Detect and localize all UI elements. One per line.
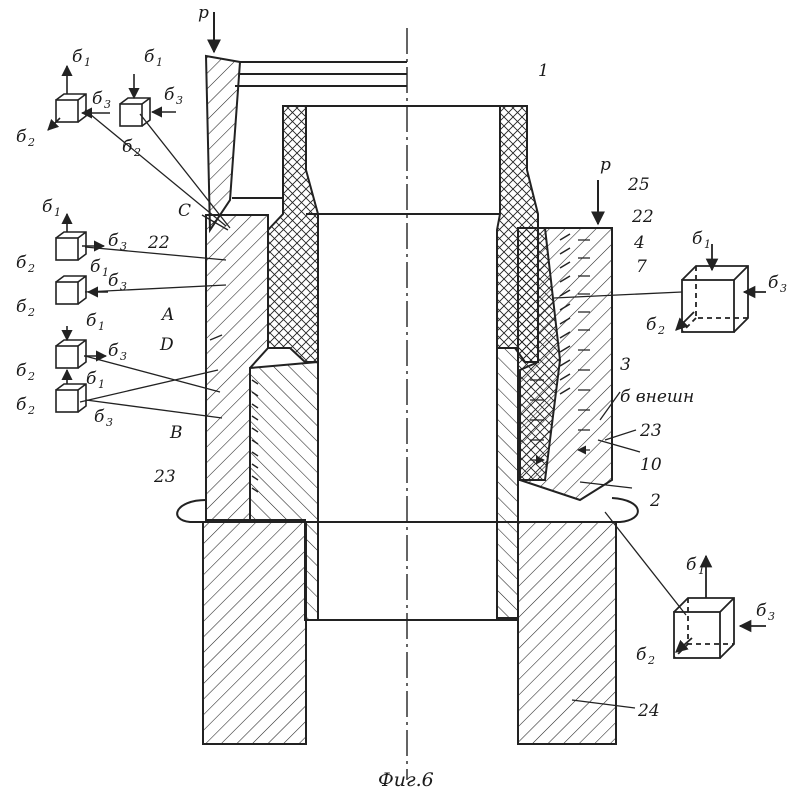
svg-text:2: 2 [27, 404, 35, 417]
svg-text:2: 2 [657, 324, 665, 337]
label-p-top: p [198, 3, 209, 23]
svg-text:б: б [144, 47, 155, 67]
svg-text:б: б [86, 311, 97, 331]
svg-text:1: 1 [84, 56, 91, 69]
svg-text:1: 1 [98, 378, 105, 391]
svg-text:3: 3 [120, 240, 127, 253]
label-10: 10 [640, 455, 662, 475]
stress-cube-7 [676, 244, 766, 332]
svg-text:б: б [16, 127, 27, 147]
svg-text:б: б [16, 395, 27, 415]
label-2: 2 [649, 491, 661, 511]
base-right [518, 522, 616, 744]
label-B: B [169, 423, 183, 443]
label-4: 4 [633, 233, 645, 253]
svg-text:б: б [108, 271, 119, 291]
label-p-right: p [600, 155, 611, 175]
svg-text:3: 3 [176, 94, 183, 107]
svg-text:2: 2 [27, 370, 35, 383]
svg-text:1: 1 [704, 238, 711, 251]
svg-text:б: б [86, 369, 97, 389]
label-23-left: 23 [153, 467, 176, 487]
svg-text:б: б [646, 315, 657, 335]
svg-text:2: 2 [647, 654, 655, 667]
inner-sleeve-right [497, 348, 518, 618]
svg-text:б: б [16, 297, 27, 317]
labels: p p 1 25 22 4 7 3 б внешн 23 10 2 24 C 2… [16, 3, 787, 791]
label-C: C [178, 201, 191, 221]
part-1-left [268, 106, 318, 362]
svg-text:б: б [108, 231, 119, 251]
svg-text:б: б [768, 273, 779, 293]
label-24: 24 [637, 701, 660, 721]
svg-text:б: б [122, 137, 133, 157]
svg-text:2: 2 [27, 262, 35, 275]
svg-text:б: б [42, 197, 53, 217]
label-25: 25 [627, 175, 650, 195]
label-22-right: 22 [631, 207, 654, 227]
label-7: 7 [636, 257, 647, 277]
svg-text:3: 3 [120, 280, 127, 293]
svg-text:б: б [636, 645, 647, 665]
label-1: 1 [538, 61, 549, 81]
figure-caption: Фиг.6 [378, 769, 434, 791]
stress-symbols: б1 б3 б2 б1 б3 б2 б1 б3 б2 б1 б3 б2 б1 б… [16, 47, 787, 667]
svg-text:1: 1 [54, 206, 61, 219]
svg-text:б: б [16, 253, 27, 273]
svg-text:1: 1 [98, 320, 105, 333]
svg-text:б: б [94, 407, 105, 427]
svg-text:б: б [164, 85, 175, 105]
label-23-right: 23 [639, 421, 662, 441]
label-A: A [160, 305, 174, 325]
stress-cube-3 [56, 214, 104, 260]
label-D: D [159, 335, 174, 355]
svg-text:б: б [90, 257, 101, 277]
svg-text:б: б [92, 89, 103, 109]
svg-text:б: б [756, 601, 767, 621]
svg-text:3: 3 [120, 350, 127, 363]
svg-text:б: б [72, 47, 83, 67]
svg-text:1: 1 [698, 564, 705, 577]
svg-text:3: 3 [780, 282, 787, 295]
svg-text:2: 2 [27, 306, 35, 319]
stress-cube-6 [56, 370, 86, 412]
svg-text:3: 3 [768, 610, 775, 623]
svg-text:3: 3 [106, 416, 113, 429]
svg-text:2: 2 [27, 136, 35, 149]
svg-text:1: 1 [156, 56, 163, 69]
svg-text:б: б [16, 361, 27, 381]
svg-text:б: б [108, 341, 119, 361]
label-22-left: 22 [147, 233, 170, 253]
svg-text:2: 2 [133, 146, 141, 159]
label-sigma-ext: б внешн [620, 387, 694, 407]
svg-text:б: б [686, 555, 697, 575]
svg-text:б: б [692, 229, 703, 249]
svg-text:3: 3 [104, 98, 111, 111]
stress-cube-4 [56, 276, 108, 304]
base-left [203, 522, 306, 744]
label-3: 3 [620, 355, 631, 375]
